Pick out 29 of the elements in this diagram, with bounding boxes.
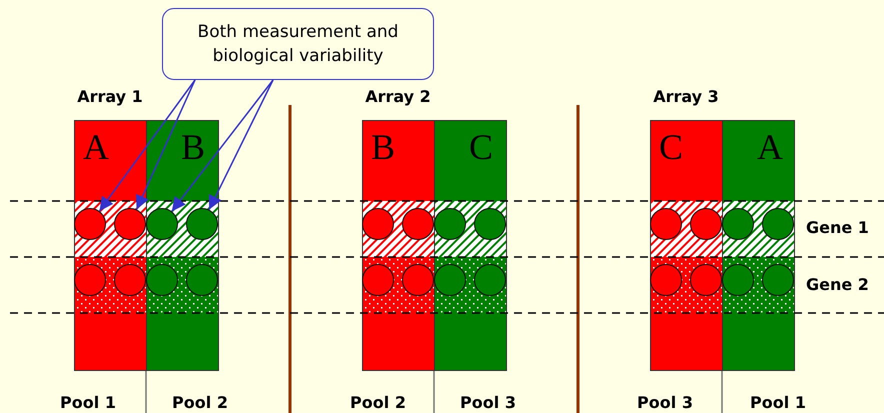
callout-text: Both measurement and biological variability: [196, 21, 400, 68]
array-label: Array 1: [77, 87, 143, 106]
leader-arrow: [208, 80, 274, 210]
pool-label: Pool 1: [750, 393, 806, 412]
sample-letter: C: [659, 129, 684, 165]
sample-letter: B: [371, 129, 396, 165]
pool-label: Pool 2: [350, 393, 406, 412]
array-column: [362, 120, 435, 371]
array-column: [434, 120, 507, 371]
leader-arrow: [98, 80, 196, 212]
array-column: [650, 120, 723, 371]
leader-arrow: [171, 80, 274, 212]
sample-letter: A: [83, 129, 109, 165]
leader-arrow: [136, 80, 196, 210]
array-column: [74, 120, 147, 371]
array-column: [722, 120, 795, 371]
array-label: Array 3: [653, 87, 719, 106]
sample-letter: B: [181, 129, 206, 165]
gene-label: Gene 2: [806, 275, 869, 294]
callout-box: [162, 8, 434, 80]
gene-label: Gene 1: [806, 218, 869, 237]
pool-label: Pool 3: [460, 393, 516, 412]
pool-label: Pool 1: [60, 393, 116, 412]
sample-letter: A: [757, 129, 783, 165]
array-label: Array 2: [365, 87, 431, 106]
pool-label: Pool 3: [637, 393, 693, 412]
pool-label: Pool 2: [172, 393, 228, 412]
array-column: [146, 120, 219, 371]
sample-letter: C: [469, 129, 494, 165]
